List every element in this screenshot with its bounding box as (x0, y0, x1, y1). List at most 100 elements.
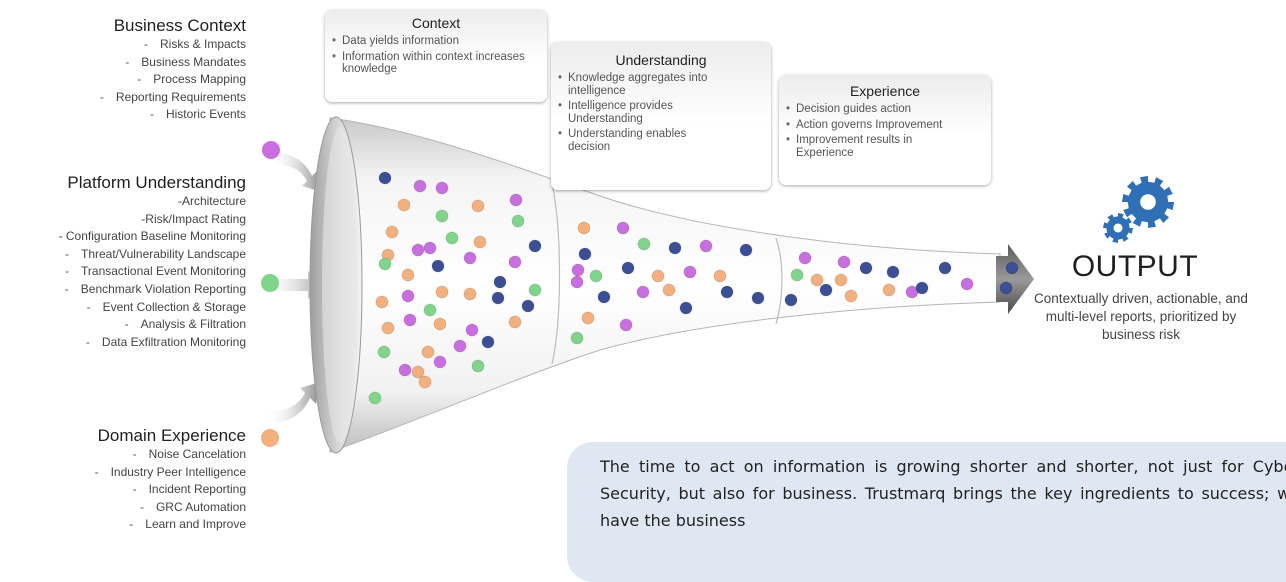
funnel-dot (571, 263, 585, 277)
list-item: -Data Exfiltration Monitoring (85, 334, 246, 349)
list-item: -Analysis & Filtration (124, 317, 246, 332)
funnel-dot (433, 317, 447, 331)
experience-stage-title: Experience (849, 83, 921, 99)
funnel-dot (713, 269, 727, 283)
funnel-dots (368, 171, 1019, 405)
funnel-dot (834, 273, 848, 287)
list-item: -Noise Cancelation (132, 447, 246, 461)
funnel-dot (493, 275, 507, 289)
funnel-dot (368, 391, 382, 405)
list-item: -Process Mapping (137, 72, 246, 87)
context-stage-title: Context (411, 15, 461, 31)
domain-experience-bullet (261, 429, 279, 447)
funnel-dot (381, 321, 395, 335)
list-item: -Incident Reporting (132, 482, 246, 497)
experience-stage-box: Experience Decision guides action Action… (779, 75, 991, 185)
funnel-dot (751, 291, 765, 305)
funnel-dot (720, 285, 734, 299)
funnel-dot (397, 198, 411, 212)
input-arrow-bottom (265, 382, 320, 424)
funnel-dot (1005, 261, 1019, 275)
funnel-dot (375, 295, 389, 309)
funnel-dot (463, 251, 477, 265)
funnel-dot (938, 261, 952, 275)
funnel-dot (435, 181, 449, 195)
stage-bullet: Information within context increases kno… (332, 51, 541, 76)
domain-experience-heading: Domain Experience (97, 426, 246, 445)
funnel-dot (511, 214, 525, 228)
stage-divider-1 (551, 183, 561, 365)
gears-icon (1103, 176, 1174, 243)
funnel-dot (508, 315, 522, 329)
funnel-dot (619, 318, 633, 332)
platform-understanding-heading: Platform Understanding (67, 173, 246, 192)
understanding-stage-box: Understanding Knowledge aggregates into … (551, 42, 771, 190)
funnel-dot (465, 323, 479, 337)
gear-hole (1140, 194, 1156, 210)
funnel-dot (508, 255, 522, 269)
funnel-dot (616, 221, 630, 235)
stage-divider-2 (775, 237, 783, 325)
funnel-dot (578, 247, 592, 261)
funnel-dot (413, 179, 427, 193)
funnel-dot (810, 273, 824, 287)
funnel-dot (581, 311, 595, 325)
business-context-heading: Business Context (113, 16, 246, 35)
list-item: -Event Collection & Storage (86, 299, 246, 314)
note-panel: The time to act on information is growin… (567, 442, 1286, 582)
funnel-dot (401, 268, 415, 282)
note-text: The time to act on information is growin… (600, 457, 1286, 530)
funnel-dot (819, 283, 833, 297)
funnel-dot (739, 243, 753, 257)
funnel-dot (882, 283, 896, 297)
understanding-stage-title: Understanding (615, 52, 707, 68)
funnel-dot (435, 209, 449, 223)
list-item: -Benchmark Violation Reporting (64, 281, 246, 296)
stage-bullet: Action governs Improvement (786, 119, 985, 132)
funnel-dot (798, 251, 812, 265)
funnel-dot (491, 291, 505, 305)
funnel-dot (411, 243, 425, 257)
list-item: -Reporting Requirements (99, 89, 246, 104)
funnel-dot (411, 365, 425, 379)
funnel-dot (435, 285, 449, 299)
funnel-dot (577, 221, 591, 235)
business-context-group: Business Context -Risks & Impacts -Busin… (100, 16, 246, 124)
funnel-dot (844, 289, 858, 303)
funnel-dot (473, 235, 487, 249)
funnel-dot (385, 225, 399, 239)
funnel-dot (401, 289, 415, 303)
funnel-dot (433, 355, 447, 369)
funnel-dot (471, 199, 485, 213)
list-item: -Risks & Impacts (143, 37, 246, 51)
funnel-dot (636, 285, 650, 299)
funnel-dot (668, 241, 682, 255)
stage-bullet: Intelligence provides Understanding (558, 100, 718, 125)
funnel-dot (570, 275, 584, 289)
funnel-dot (481, 335, 495, 349)
funnel-dot (378, 257, 392, 271)
list-item: -Risk/Impact Rating (141, 211, 246, 226)
funnel-dot (471, 359, 485, 373)
list-item: -Architecture (177, 194, 246, 208)
funnel-diagram (261, 116, 1034, 454)
funnel-dot (837, 255, 851, 269)
funnel-dot (445, 231, 459, 245)
output-arrow (996, 244, 1034, 314)
funnel-dot (423, 241, 437, 255)
funnel-dot (637, 237, 651, 251)
funnel-dot (859, 261, 873, 275)
list-item: -Transactional Event Monitoring (65, 264, 246, 279)
list-item: - Configuration Baseline Monitoring (58, 229, 246, 244)
gear-hole (1113, 223, 1123, 233)
funnel-dot (521, 299, 535, 313)
list-item: -Business Mandates (125, 54, 246, 69)
platform-understanding-group: Platform Understanding -Architecture -Ri… (59, 173, 246, 351)
funnel-dot (463, 287, 477, 301)
funnel-dot (528, 239, 542, 253)
stage-bullet: Decision guides action (786, 103, 985, 116)
funnel-dot (421, 345, 435, 359)
funnel-dot (662, 283, 676, 297)
output-title: OUTPUT (1071, 250, 1199, 283)
funnel-dot (453, 339, 467, 353)
